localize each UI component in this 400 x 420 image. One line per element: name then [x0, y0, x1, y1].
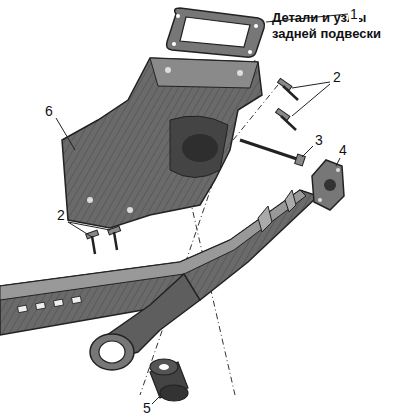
- gasket: [167, 8, 265, 57]
- bushing: [150, 359, 188, 401]
- callout-number: 4: [338, 143, 348, 158]
- callout-number: 5: [142, 401, 152, 416]
- callout-number: 2: [56, 208, 66, 223]
- callout-number: 3: [314, 133, 324, 148]
- torsion-beam: [0, 190, 318, 370]
- callout-number: 2: [332, 70, 342, 85]
- callout-number: 1: [349, 7, 359, 22]
- hub-carrier: [312, 160, 344, 210]
- mounting-bracket: [62, 58, 262, 228]
- callout-number: 6: [44, 104, 54, 119]
- leader-lines: [56, 14, 348, 404]
- figure-title: Детали и узлы задней подвески: [272, 10, 390, 42]
